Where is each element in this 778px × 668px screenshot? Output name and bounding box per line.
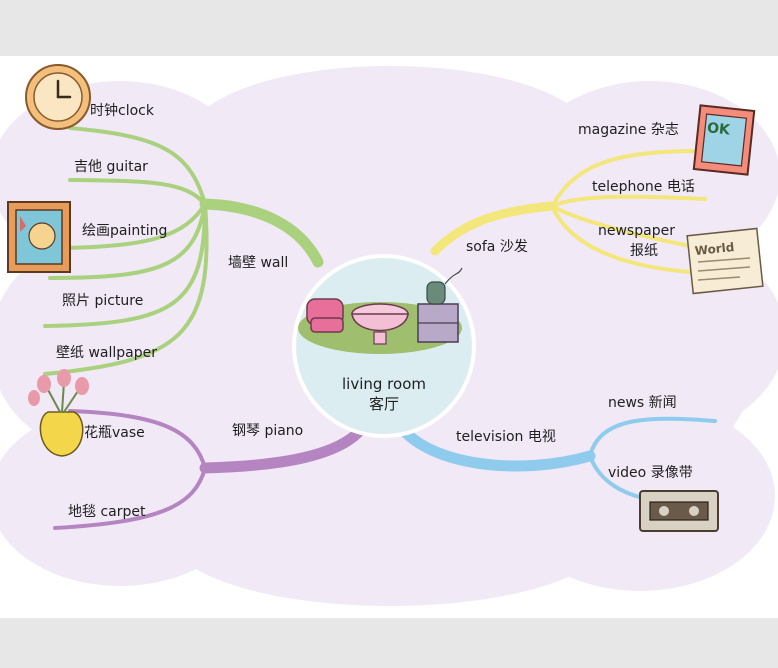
newspaper-label-en: newspaper (598, 223, 675, 239)
wall-branch-label: 墙壁 wall (228, 255, 289, 271)
newspaper-masthead-text: World (694, 240, 735, 258)
painting-icon (7, 201, 71, 273)
vase-icon (28, 369, 89, 457)
magazine-icon: OK (692, 104, 756, 176)
magazine-label: magazine 杂志 (578, 122, 679, 138)
magazine-cover-text: OK (706, 120, 731, 138)
clock-label: 时钟clock (90, 103, 154, 119)
carpet-label: 地毯 carpet (68, 504, 146, 520)
wallpaper-label: 壁纸 wallpaper (56, 345, 157, 361)
top-band (0, 0, 778, 56)
picture-label: 照片 picture (62, 293, 144, 309)
guitar-label: 吉他 guitar (74, 159, 148, 175)
telephone-label: telephone 电话 (592, 179, 695, 195)
video-label: video 录像带 (608, 465, 693, 481)
mind-map-drawing: OK World (0, 64, 778, 606)
piano-branch-label: 钢琴 piano (232, 423, 304, 439)
painting-label: 绘画painting (82, 223, 168, 239)
sofa-branch-lines (430, 149, 707, 274)
video-tape-icon (639, 490, 719, 532)
center-topic: living room 客厅 (320, 374, 448, 414)
news-label: news 新闻 (608, 395, 677, 411)
bottom-band (0, 618, 778, 668)
television-branch-label: television 电视 (456, 429, 556, 445)
center-label-zh: 客厅 (368, 395, 399, 413)
clock-icon (25, 64, 91, 130)
newspaper-label-zh: 报纸 (630, 243, 658, 259)
center-label-en: living room (342, 375, 426, 393)
wall-branch-lines (43, 126, 324, 376)
mind-map-canvas: OK World living room 客厅 墙壁 wall 时钟clock … (0, 56, 778, 618)
piano-branch-lines (53, 409, 371, 530)
vase-label: 花瓶vase (84, 425, 145, 441)
living-room-illustration (298, 267, 463, 354)
sofa-branch-label: sofa 沙发 (466, 239, 528, 255)
newspaper-icon: World (686, 227, 764, 295)
